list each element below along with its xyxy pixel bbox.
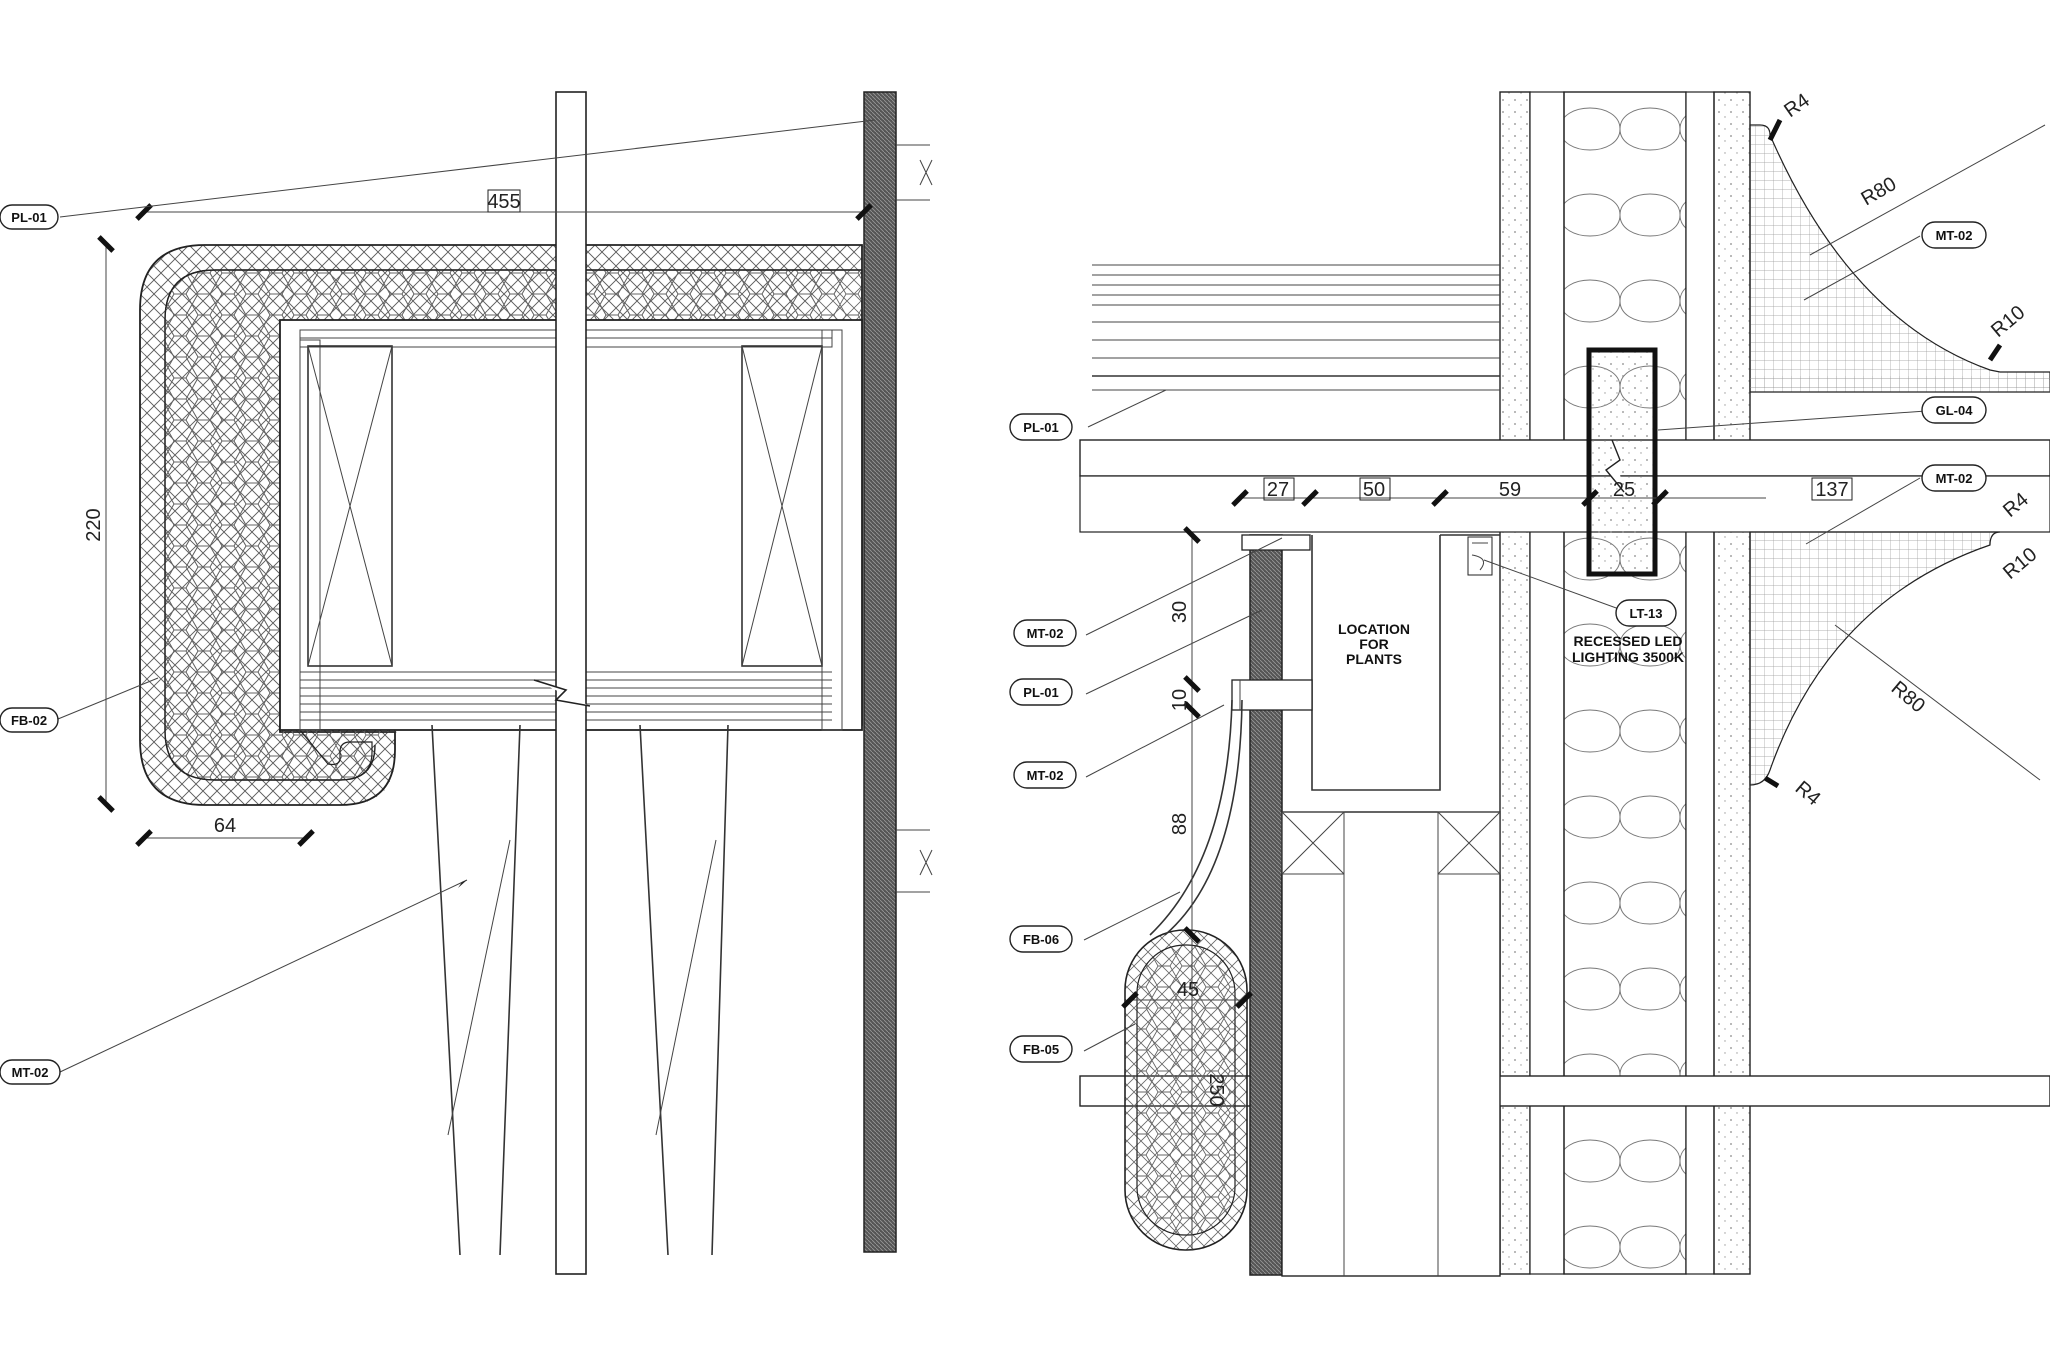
svg-text:GL-04: GL-04: [1936, 403, 1974, 418]
svg-text:PL-01: PL-01: [1023, 685, 1058, 700]
vertical-panel-pl01: [1249, 534, 1283, 1276]
timber-slats: [1092, 264, 1500, 391]
wall-board-left: [863, 91, 897, 1253]
svg-text:MT-02: MT-02: [1936, 471, 1973, 486]
svg-text:MT-02: MT-02: [12, 1065, 49, 1080]
dim-455: 455: [487, 191, 520, 213]
svg-text:PL-01: PL-01: [1023, 420, 1058, 435]
tag-mt02-right-mid: MT-02: [1921, 464, 1987, 492]
dim-10: 10: [1169, 689, 1191, 711]
svg-text:FB-06: FB-06: [1023, 932, 1059, 947]
dim-45: 45: [1177, 979, 1199, 1001]
dim-27: 27: [1267, 479, 1289, 501]
svg-text:LT-13: LT-13: [1630, 606, 1663, 621]
dim-30: 30: [1169, 601, 1191, 623]
note-location-for-plants: LOCATION FOR PLANTS: [1338, 621, 1410, 667]
tag-fb06: FB-06: [1009, 925, 1073, 953]
left-detail: 455 220 64 PL-01 FB-02 MT-02: [0, 91, 933, 1275]
svg-text:MT-02: MT-02: [1936, 228, 1973, 243]
mosaic-upper: [1749, 124, 2050, 393]
radius-r4-top: R4: [1780, 89, 1814, 122]
tag-mt02-right-a: MT-02: [1013, 619, 1077, 647]
tag-mt02-right-c: MT-02: [1013, 761, 1077, 789]
tag-fb05: FB-05: [1009, 1035, 1073, 1063]
tag-lt13: LT-13: [1615, 599, 1677, 627]
planter-box: [1311, 534, 1500, 791]
svg-text:PLANTS: PLANTS: [1346, 651, 1402, 667]
tag-pl01-right-b: PL-01: [1009, 678, 1073, 706]
svg-text:FB-05: FB-05: [1023, 1042, 1059, 1057]
tag-fb02-left: FB-02: [0, 707, 59, 733]
svg-text:PL-01: PL-01: [11, 210, 46, 225]
svg-text:LOCATION: LOCATION: [1338, 621, 1410, 637]
dim-50: 50: [1363, 479, 1385, 501]
dim-59: 59: [1499, 479, 1521, 501]
slab-upper: [1079, 439, 2050, 477]
svg-text:FOR: FOR: [1359, 636, 1389, 652]
svg-text:LIGHTING 3500K: LIGHTING 3500K: [1572, 649, 1684, 665]
dim-220: 220: [83, 508, 105, 541]
svg-text:MT-02: MT-02: [1027, 768, 1064, 783]
dim-88: 88: [1169, 813, 1191, 835]
radius-r4-bot: R4: [1791, 777, 1825, 810]
vertical-post: [555, 91, 587, 1275]
svg-text:RECESSED LED: RECESSED LED: [1574, 633, 1683, 649]
tag-mt02-right-upper: MT-02: [1921, 221, 1987, 249]
radius-r10-top: R10: [1987, 301, 2029, 341]
leg-right: [639, 724, 729, 1256]
dim-250: 250: [1205, 1073, 1227, 1106]
tag-pl01-right-top: PL-01: [1009, 413, 1073, 441]
right-detail: 27 50 59 25 137 30 10 88 45 250 R4 R80 R…: [1009, 89, 2050, 1277]
strap-fb06: [1149, 699, 1243, 936]
svg-text:FB-02: FB-02: [11, 713, 47, 728]
radius-r10-mid: R10: [1999, 543, 2041, 583]
leg-left: [431, 724, 521, 1256]
dim-137: 137: [1815, 479, 1848, 501]
svg-text:MT-02: MT-02: [1027, 626, 1064, 641]
tag-gl04: GL-04: [1921, 396, 1987, 424]
radius-r80-top: R80: [1858, 173, 1901, 210]
radius-r80-bot: R80: [1887, 677, 1929, 717]
tag-mt02-left: MT-02: [0, 1059, 61, 1085]
note-recessed-led: RECESSED LED LIGHTING 3500K: [1572, 633, 1684, 665]
dim-25: 25: [1613, 479, 1635, 501]
tag-pl01-left: PL-01: [0, 204, 59, 230]
mosaic-lower: [1749, 531, 2001, 786]
glass-panel-gl04: [1586, 347, 1658, 577]
dim-64: 64: [214, 815, 236, 837]
lower-frame: [1281, 811, 1501, 1277]
